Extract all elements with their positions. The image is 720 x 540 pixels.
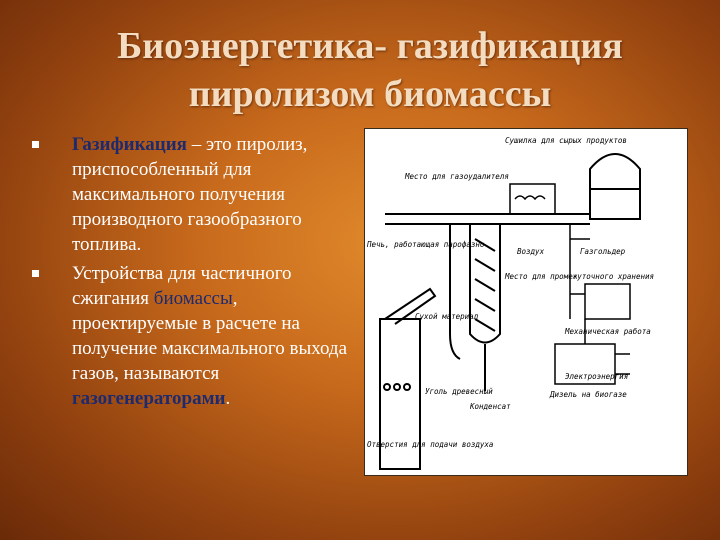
- label-furnace: Печь, работающая парофазно: [366, 240, 485, 249]
- term-gasification[interactable]: Газификация: [72, 134, 187, 155]
- main-pipe: [385, 213, 590, 225]
- bullet-2-text-2: , проектируемые в расчете на получение м…: [72, 288, 348, 384]
- title-line-2: пиролизом биомассы: [188, 73, 552, 115]
- label-electricity: Электроэнергия: [565, 372, 628, 381]
- label-gasholder: Газгольдер: [580, 247, 626, 256]
- diagram-svg: Сушилка для сырых продуктов Место для га…: [366, 136, 654, 470]
- label-gas-remover: Место для газоудалителя: [404, 172, 509, 181]
- label-charcoal: Уголь древесный: [425, 387, 493, 396]
- label-dryer: Сушилка для сырых продуктов: [505, 136, 627, 145]
- storage-box: [584, 283, 631, 320]
- reactor: [469, 224, 501, 391]
- bullet-item-2: Устройства для частичного сжигания биома…: [30, 261, 350, 411]
- label-condensate: Конденсат: [469, 402, 511, 411]
- label-dry-material: Сухой материал: [415, 312, 479, 321]
- label-storage: Место для промежуточного хранения: [504, 272, 654, 281]
- bullet-item-1: Газификация – это пиролиз, приспособленн…: [30, 132, 350, 257]
- label-air: Воздух: [517, 247, 545, 256]
- right-connector: [569, 224, 590, 319]
- label-mech-work: Механическая работа: [564, 327, 651, 336]
- link-gasifiers[interactable]: газогенераторами: [72, 388, 226, 409]
- diesel-block: [554, 319, 630, 385]
- bullet-2-text-3: .: [225, 388, 231, 409]
- gasholder-tank: [589, 153, 641, 220]
- gasification-diagram: Сушилка для сырых продуктов Место для га…: [364, 128, 688, 476]
- square-bullet-icon: [32, 141, 39, 148]
- label-openings: Отверстия для подачи воздуха: [367, 440, 493, 449]
- furnace: [379, 287, 437, 470]
- bullet-2-text-1: Устройства для частичного сжигания: [72, 263, 292, 309]
- dryer-box: [509, 183, 556, 215]
- bullet-1-text: – это пиролиз, приспособленный для макси…: [72, 134, 308, 255]
- square-bullet-icon: [32, 270, 39, 277]
- link-biomass[interactable]: биомассы: [153, 288, 233, 309]
- label-diesel: Дизель на биогазе: [549, 390, 627, 399]
- left-pipe: [449, 224, 461, 360]
- bullet-list: Газификация – это пиролиз, приспособленн…: [30, 132, 350, 411]
- title-line-1: Биоэнергетика- газификация: [117, 25, 623, 67]
- slide-title: Биоэнергетика- газификация пиролизом био…: [60, 22, 680, 118]
